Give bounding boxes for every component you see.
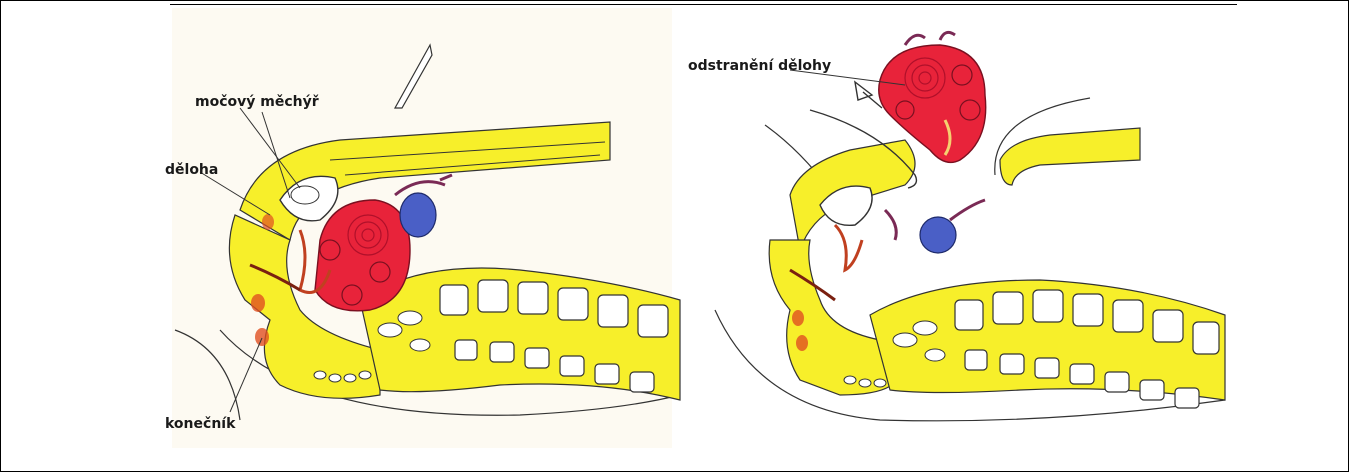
left-rectum-spot — [251, 294, 265, 312]
left-panel — [172, 8, 680, 448]
label-rectum: konečník — [165, 416, 236, 432]
right-rectum-spot — [792, 310, 804, 326]
right-vaginal-stump — [835, 225, 862, 270]
left-symphysis — [262, 214, 274, 230]
removal-arrow-icon — [855, 82, 882, 108]
left-ovary — [400, 193, 436, 237]
label-uterus: děloha — [165, 162, 218, 178]
removed-vessels — [905, 32, 955, 45]
label-removal: odstranění dělohy — [688, 58, 831, 74]
right-panel — [715, 32, 1225, 420]
right-rectum-spot-2 — [796, 335, 808, 351]
right-wall-flap-right — [1000, 128, 1140, 185]
left-rectum-spot-2 — [255, 328, 269, 346]
right-ovary — [920, 217, 956, 253]
label-bladder: močový měchýř — [195, 94, 319, 110]
